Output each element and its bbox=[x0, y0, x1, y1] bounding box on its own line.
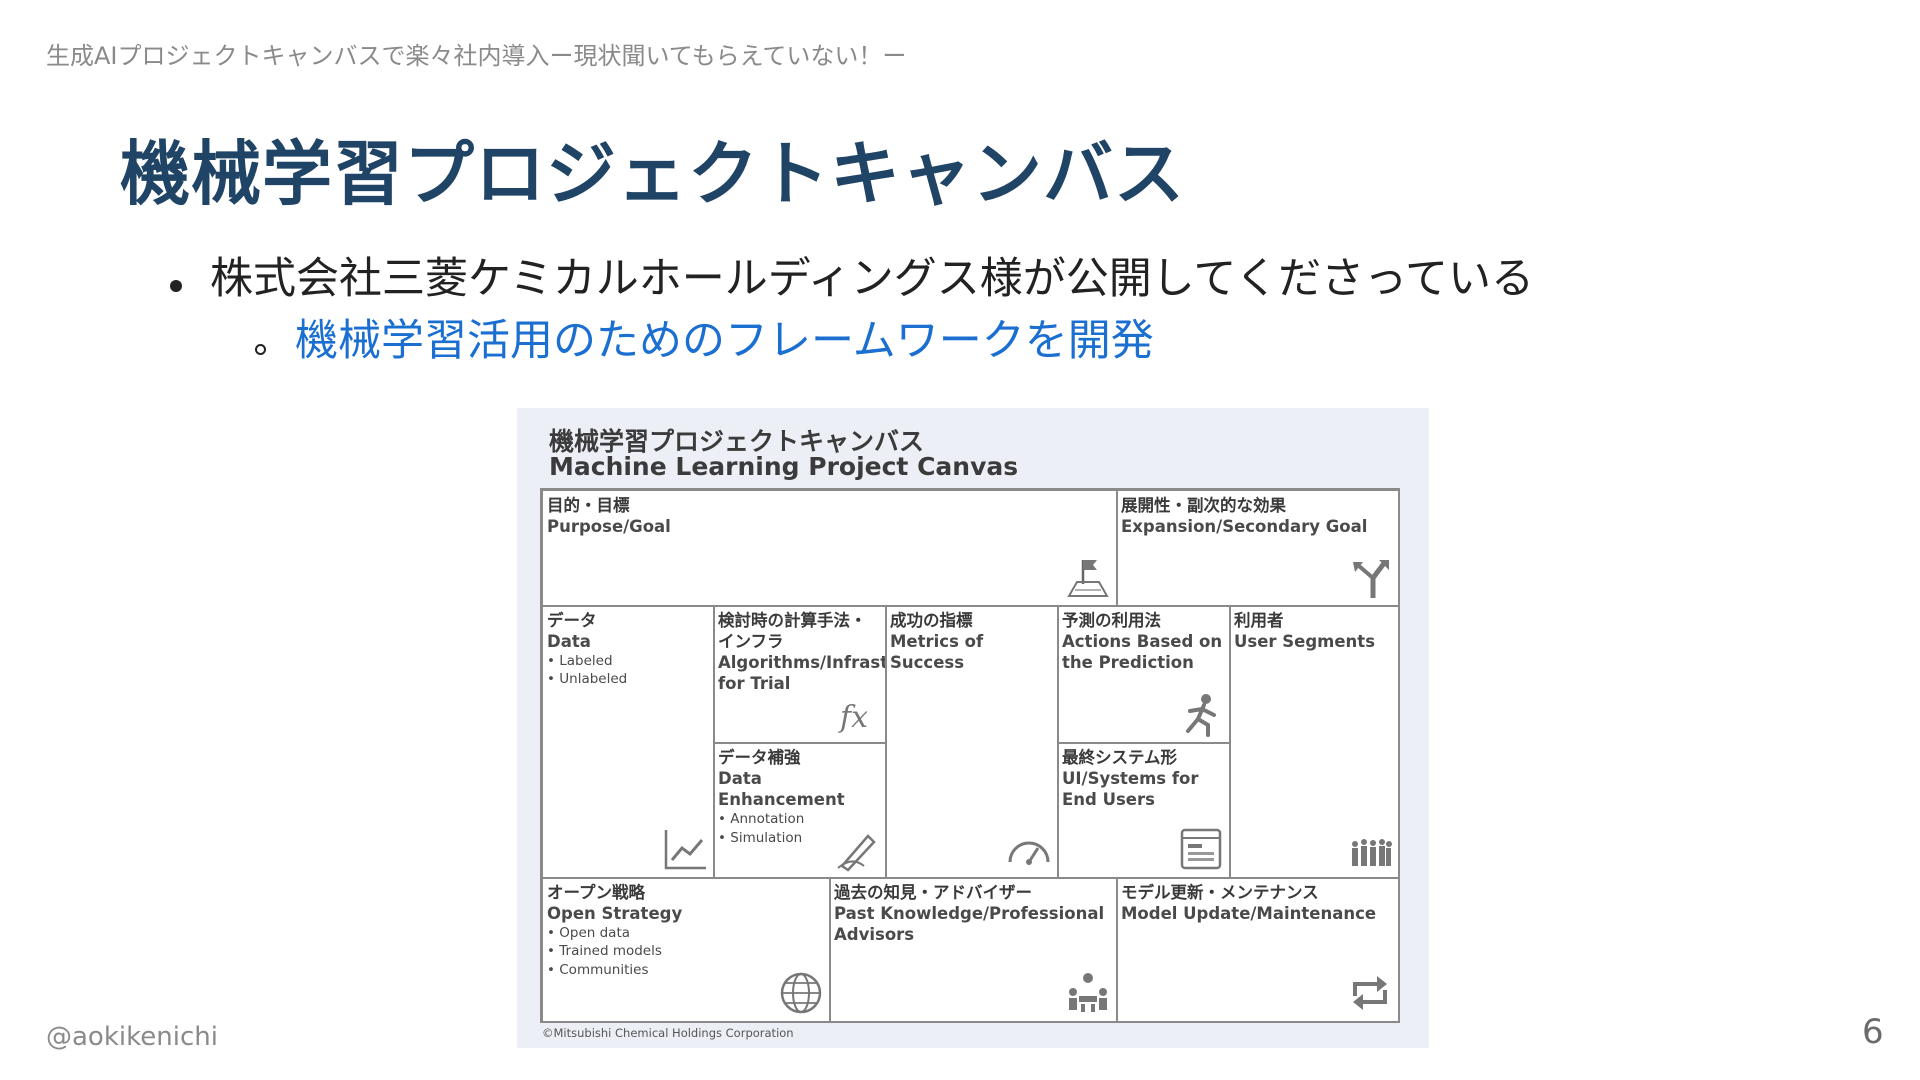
cell-data-en: Data bbox=[547, 632, 591, 652]
cell-algorithms-jp: 検討時の計算手法・インフラ bbox=[718, 611, 867, 652]
cell-actions-en: Actions Based on the Prediction bbox=[1062, 632, 1223, 673]
cell-open-en: Open Strategy bbox=[547, 904, 683, 924]
cell-data-jp: データ bbox=[547, 611, 597, 630]
cell-expansion-jp: 展開性・副次的な効果 bbox=[1121, 496, 1286, 515]
runner-icon bbox=[1178, 691, 1224, 737]
fork-arrow-icon bbox=[1347, 554, 1393, 600]
cell-purpose-en: Purpose/Goal bbox=[547, 517, 671, 537]
canvas-title-en: Machine Learning Project Canvas bbox=[549, 452, 1019, 481]
meeting-icon bbox=[1065, 970, 1111, 1016]
cell-purpose: 目的・目標 Purpose/Goal bbox=[542, 490, 1118, 607]
cell-knowledge-jp: 過去の知見・アドバイザー bbox=[834, 883, 1032, 902]
cell-open-item: • Trained models bbox=[547, 943, 662, 960]
flag-map-icon bbox=[1065, 554, 1111, 600]
cell-enhancement: データ補強 Data Enhancement • Annotation • Si… bbox=[713, 742, 887, 879]
repeat-icon bbox=[1347, 970, 1393, 1016]
cell-metrics-jp: 成功の指標 bbox=[890, 611, 973, 630]
cell-data: データ Data • Labeled • Unlabeled bbox=[542, 605, 715, 879]
cell-systems-jp: 最終システム形 bbox=[1062, 748, 1178, 767]
slide-title: 機械学習プロジェクトキャンバス bbox=[120, 133, 1185, 215]
globe-icon bbox=[778, 970, 824, 1016]
cell-knowledge: 過去の知見・アドバイザー Past Knowledge/Professional… bbox=[829, 877, 1118, 1023]
cell-open-item: • Communities bbox=[547, 961, 649, 978]
cell-purpose-jp: 目的・目標 bbox=[547, 496, 630, 515]
crowd-icon bbox=[1347, 826, 1393, 872]
ml-project-canvas-image: 機械学習プロジェクトキャンバス Machine Learning Project… bbox=[517, 408, 1429, 1048]
cell-update: モデル更新・メンテナンス Model Update/Maintenance bbox=[1116, 877, 1400, 1023]
bullet-list: 株式会社三菱ケミカルホールディングス様が公開してくださっている 機械学習活用のた… bbox=[170, 252, 1534, 370]
cell-expansion: 展開性・副次的な効果 Expansion/Secondary Goal bbox=[1116, 490, 1400, 607]
cell-open-item: • Open data bbox=[547, 925, 631, 942]
cell-algorithms-en: Algorithms/Infrastructure for Trial bbox=[718, 653, 887, 694]
hand-pen-icon bbox=[834, 826, 880, 872]
cell-users-en: User Segments bbox=[1234, 632, 1376, 652]
cell-actions-jp: 予測の利用法 bbox=[1062, 611, 1161, 630]
author-handle: @aokikenichi bbox=[46, 1022, 218, 1052]
sub-bullet-item: 機械学習活用のためのフレームワークを開発 bbox=[255, 314, 1534, 370]
cell-systems: 最終システム形 UI/Systems for End Users bbox=[1057, 742, 1231, 879]
cell-systems-en: UI/Systems for End Users bbox=[1062, 769, 1199, 810]
cell-algorithms: 検討時の計算手法・インフラ Algorithms/Infrastructure … bbox=[713, 605, 887, 744]
cell-open-strategy: オープン戦略 Open Strategy • Open data • Train… bbox=[542, 877, 831, 1023]
cell-expansion-en: Expansion/Secondary Goal bbox=[1121, 517, 1368, 537]
svg-text:fx: fx bbox=[838, 700, 868, 735]
window-icon bbox=[1178, 826, 1224, 872]
page-number: 6 bbox=[1862, 1012, 1884, 1052]
cell-metrics: 成功の指標 Metrics of Success bbox=[885, 605, 1059, 879]
cell-metrics-en: Metrics of Success bbox=[890, 632, 984, 673]
cell-update-jp: モデル更新・メンテナンス bbox=[1121, 883, 1319, 902]
bullet-item: 株式会社三菱ケミカルホールディングス様が公開してくださっている bbox=[170, 252, 1534, 308]
cell-users: 利用者 User Segments bbox=[1229, 605, 1400, 879]
cell-actions: 予測の利用法 Actions Based on the Prediction bbox=[1057, 605, 1231, 744]
cell-knowledge-en: Past Knowledge/Professional Advisors bbox=[834, 904, 1105, 945]
cell-data-item: • Unlabeled bbox=[547, 671, 628, 688]
canvas-copyright: ©Mitsubishi Chemical Holdings Corporatio… bbox=[542, 1026, 794, 1040]
cell-open-jp: オープン戦略 bbox=[547, 883, 646, 902]
cell-users-jp: 利用者 bbox=[1234, 611, 1284, 630]
deck-header: 生成AIプロジェクトキャンバスで楽々社内導入ー現状聞いてもらえていない！ー bbox=[46, 42, 907, 70]
cell-enhancement-en: Data Enhancement bbox=[718, 769, 845, 810]
cell-enhancement-jp: データ補強 bbox=[718, 748, 801, 767]
cell-data-item: • Labeled bbox=[547, 653, 613, 670]
line-chart-icon bbox=[662, 826, 708, 872]
canvas-grid: 目的・目標 Purpose/Goal 展開性・副次的な効果 Expansion/… bbox=[540, 488, 1400, 1023]
canvas-title-jp: 機械学習プロジェクトキャンバス bbox=[549, 427, 925, 456]
framework-link[interactable]: 機械学習活用のためのフレームワークを開発 bbox=[295, 315, 1154, 366]
gauge-icon bbox=[1006, 826, 1052, 872]
cell-enhancement-item: • Annotation bbox=[718, 811, 805, 828]
fx-icon: fx bbox=[834, 691, 880, 737]
cell-enhancement-item: • Simulation bbox=[718, 829, 803, 846]
cell-update-en: Model Update/Maintenance bbox=[1121, 904, 1377, 924]
